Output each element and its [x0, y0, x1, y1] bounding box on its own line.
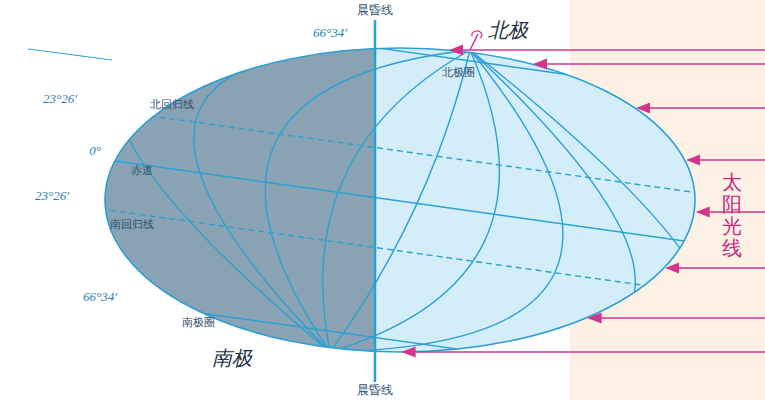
leader-line	[28, 49, 112, 60]
meridian-line	[265, 50, 470, 352]
tropic-of-cancer	[80, 106, 720, 196]
latitude-name: 南极圈	[182, 315, 215, 330]
tropic-of-capricorn	[80, 206, 720, 296]
antarctic-circle	[80, 296, 720, 386]
latitude-value: 23°26′	[43, 91, 77, 107]
terminator-label: 晨昏线	[357, 382, 393, 399]
rotation-arrow	[472, 31, 482, 38]
latitude-value: 23°26′	[35, 188, 69, 204]
sun-ray	[535, 63, 765, 64]
latitude-name: 南回归线	[110, 217, 154, 232]
sunlight-caption: 太阳光线	[722, 171, 742, 259]
globe-outline	[105, 48, 695, 352]
latitude-value: 0°	[89, 143, 101, 159]
sun-ray	[403, 351, 765, 352]
terminator-line	[374, 20, 377, 382]
pole-label: 北极	[488, 17, 528, 44]
day-side	[375, 40, 705, 360]
latitude-lines	[80, 30, 720, 386]
latitude-name: 北极圈	[442, 65, 475, 80]
meridian-line	[330, 50, 563, 352]
sun-rays	[403, 50, 765, 352]
latitude-value: 66°34′	[313, 25, 347, 41]
meridian-line	[116, 28, 470, 352]
meridian-line	[330, 50, 499, 352]
sun-ray	[688, 159, 765, 160]
sun-ray	[589, 317, 765, 318]
equator	[80, 156, 720, 246]
sun-ray	[667, 267, 765, 268]
latitude-name: 北回归线	[150, 97, 194, 112]
earth-axis	[470, 34, 478, 50]
latitude-name: 赤道	[131, 163, 153, 178]
pole-label: 南极	[212, 345, 252, 372]
sun-ray	[638, 107, 765, 108]
sun-ray	[451, 49, 765, 50]
meridian-line	[330, 50, 714, 384]
night-side	[100, 40, 375, 360]
terminator-label: 晨昏线	[357, 2, 393, 19]
latitude-value: 66°34′	[83, 289, 117, 305]
